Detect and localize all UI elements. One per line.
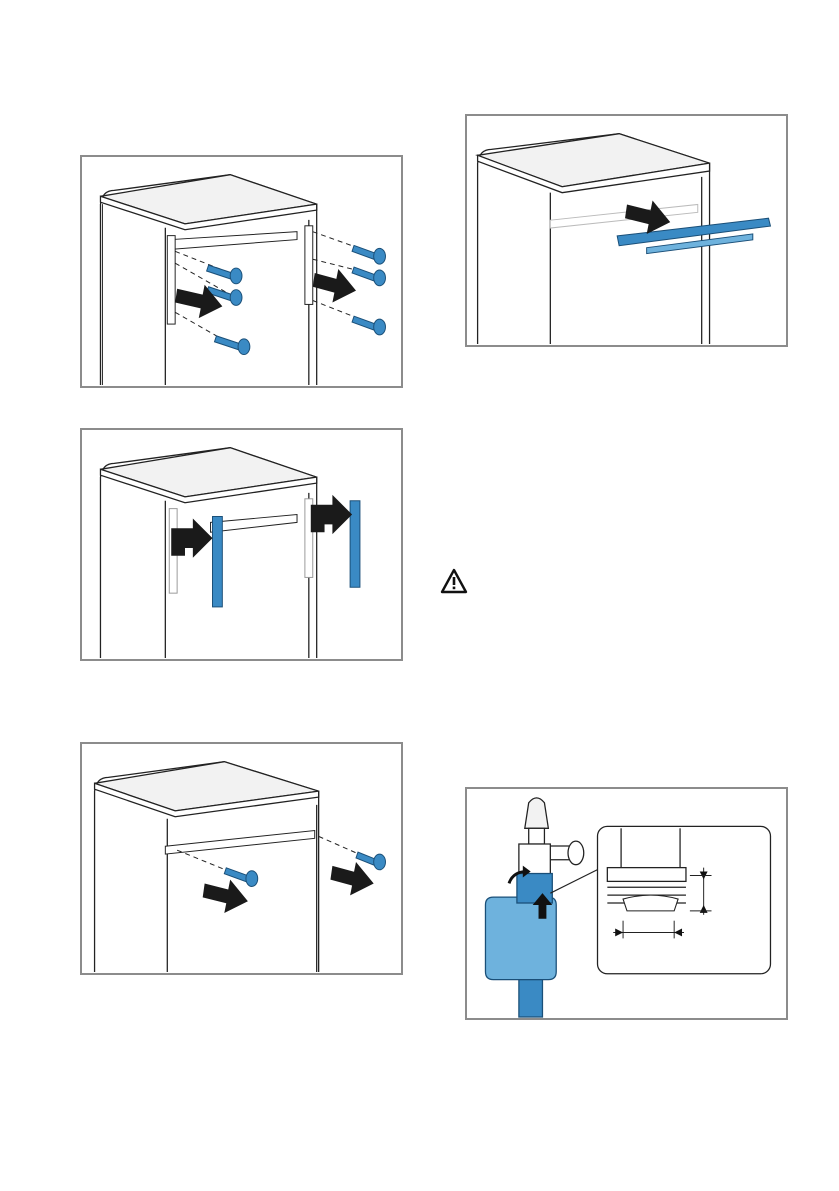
figure-remove-side-brackets bbox=[80, 428, 403, 661]
tap-icon bbox=[519, 798, 584, 876]
figure-unscrew-brackets bbox=[80, 155, 403, 388]
thread-detail-icon bbox=[598, 826, 771, 973]
illustration-connect-water-tap bbox=[467, 789, 786, 1018]
illustration-remove-side-brackets bbox=[82, 430, 401, 659]
figure-unscrew-rail bbox=[80, 742, 403, 975]
illustration-unscrew-brackets bbox=[82, 157, 401, 386]
figure-connect-water-tap bbox=[465, 787, 788, 1020]
warning-triangle-icon bbox=[440, 568, 468, 594]
illustration-unscrew-rail bbox=[82, 744, 401, 973]
aquastop-icon bbox=[485, 866, 556, 1017]
illustration-remove-rail bbox=[467, 116, 786, 345]
figure-remove-rail bbox=[465, 114, 788, 347]
